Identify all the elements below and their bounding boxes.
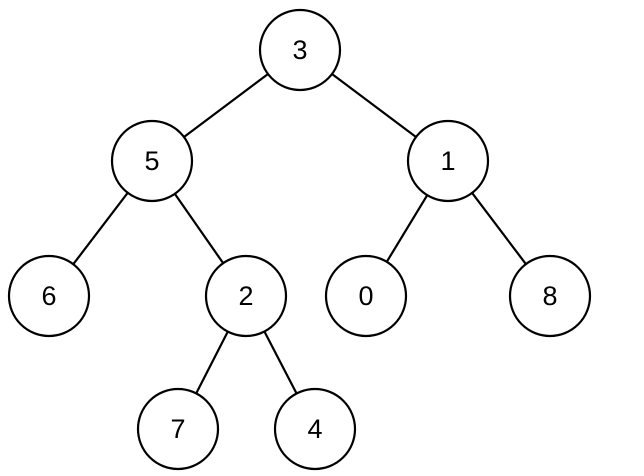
node-label: 3: [292, 35, 307, 65]
edge-1-8: [471, 191, 527, 266]
node-label: 4: [307, 414, 322, 444]
edge-5-2: [173, 192, 225, 265]
node-circle: [508, 254, 592, 338]
node-label: 1: [440, 146, 455, 176]
edge-3-1: [330, 72, 418, 139]
node-label: 0: [358, 281, 373, 311]
node-circle: [7, 254, 91, 338]
node-circle: [406, 119, 490, 203]
node-label: 8: [542, 281, 557, 311]
node-circle: [136, 387, 220, 471]
tree-node: 3: [258, 8, 342, 92]
tree-node: 4: [273, 387, 357, 471]
node-label: 5: [144, 146, 159, 176]
node-label: 2: [238, 281, 253, 311]
tree-node: 1: [406, 119, 490, 203]
edge-2-4: [263, 330, 298, 395]
node-circle: [110, 119, 194, 203]
tree-node: 8: [508, 254, 592, 338]
tree-nodes: 3 5 1 6 2 0 8 7: [7, 8, 592, 471]
tree-node: 2: [204, 254, 288, 338]
node-circle: [204, 254, 288, 338]
tree-node: 6: [7, 254, 91, 338]
node-label: 6: [41, 281, 56, 311]
edge-3-5: [182, 72, 270, 139]
tree-node: 5: [110, 119, 194, 203]
node-circle: [324, 254, 408, 338]
tree-edges: [72, 72, 527, 395]
tree-node: 0: [324, 254, 408, 338]
tree-node: 7: [136, 387, 220, 471]
edge-1-0: [385, 194, 429, 263]
node-label: 7: [170, 414, 185, 444]
edge-5-6: [72, 191, 129, 266]
node-circle: [273, 387, 357, 471]
node-circle: [258, 8, 342, 92]
edge-2-7: [195, 330, 229, 395]
